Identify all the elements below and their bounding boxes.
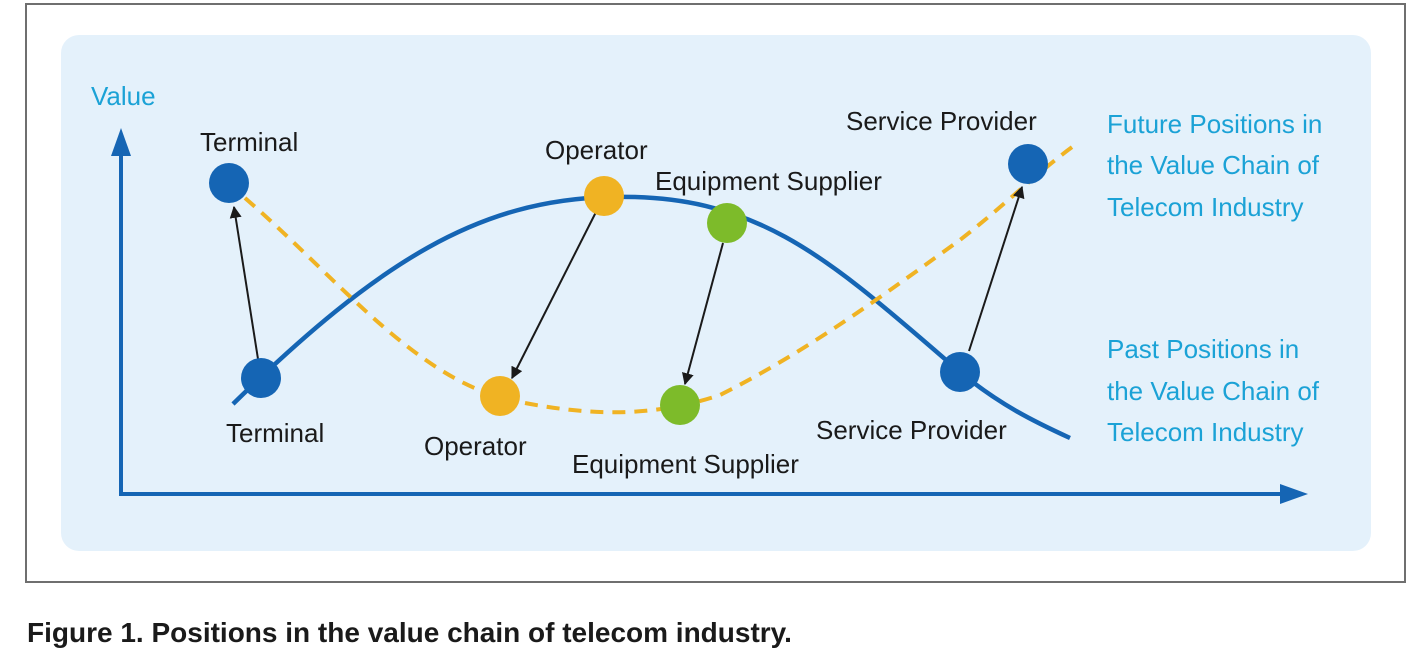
past-nodes: Terminal Operator Equipment Supplier Ser…	[226, 352, 1007, 479]
past-equipment-supplier-node-icon	[660, 385, 700, 425]
future-terminal-label: Terminal	[200, 127, 298, 157]
future-service-provider-node-icon	[1008, 144, 1048, 184]
past-legend: Past Positions in the Value Chain of Tel…	[1107, 334, 1320, 447]
arrow-terminal	[229, 205, 259, 360]
future-operator-label: Operator	[545, 135, 648, 165]
future-terminal-node-icon	[209, 163, 249, 203]
future-legend-line-2: the Value Chain of	[1107, 150, 1320, 180]
future-operator-node-icon	[584, 176, 624, 216]
past-legend-line-1: Past Positions in	[1107, 334, 1299, 364]
future-legend-line-1: Future Positions in	[1107, 109, 1322, 139]
future-equipment-supplier-label: Equipment Supplier	[655, 166, 882, 196]
past-legend-line-2: the Value Chain of	[1107, 376, 1320, 406]
past-terminal-label: Terminal	[226, 418, 324, 448]
diagram-panel	[61, 35, 1371, 551]
past-equipment-supplier-label: Equipment Supplier	[572, 449, 799, 479]
arrow-operator	[511, 211, 597, 380]
future-equipment-supplier-node-icon	[707, 203, 747, 243]
future-nodes: Terminal Operator Equipment Supplier Ser…	[200, 106, 1048, 243]
past-terminal-node-icon	[241, 358, 281, 398]
y-axis-label: Value	[91, 81, 156, 111]
movement-arrows	[229, 185, 1025, 386]
x-axis-arrow-icon	[1280, 484, 1308, 504]
past-operator-label: Operator	[424, 431, 527, 461]
past-operator-node-icon	[480, 376, 520, 416]
y-axis-arrow-icon	[111, 128, 131, 156]
arrow-equipment-supplier	[682, 242, 724, 386]
past-service-provider-node-icon	[940, 352, 980, 392]
figure-caption: Figure 1. Positions in the value chain o…	[27, 617, 792, 648]
axes: Value	[91, 81, 1308, 504]
future-positions-curve	[243, 143, 1077, 415]
past-service-provider-label: Service Provider	[816, 415, 1007, 445]
future-service-provider-label: Service Provider	[846, 106, 1037, 136]
past-positions-curve	[231, 194, 1071, 441]
future-legend: Future Positions in the Value Chain of T…	[1107, 109, 1322, 222]
past-legend-line-3: Telecom Industry	[1107, 417, 1304, 447]
arrow-service-provider	[968, 185, 1025, 352]
future-legend-line-3: Telecom Industry	[1107, 192, 1304, 222]
